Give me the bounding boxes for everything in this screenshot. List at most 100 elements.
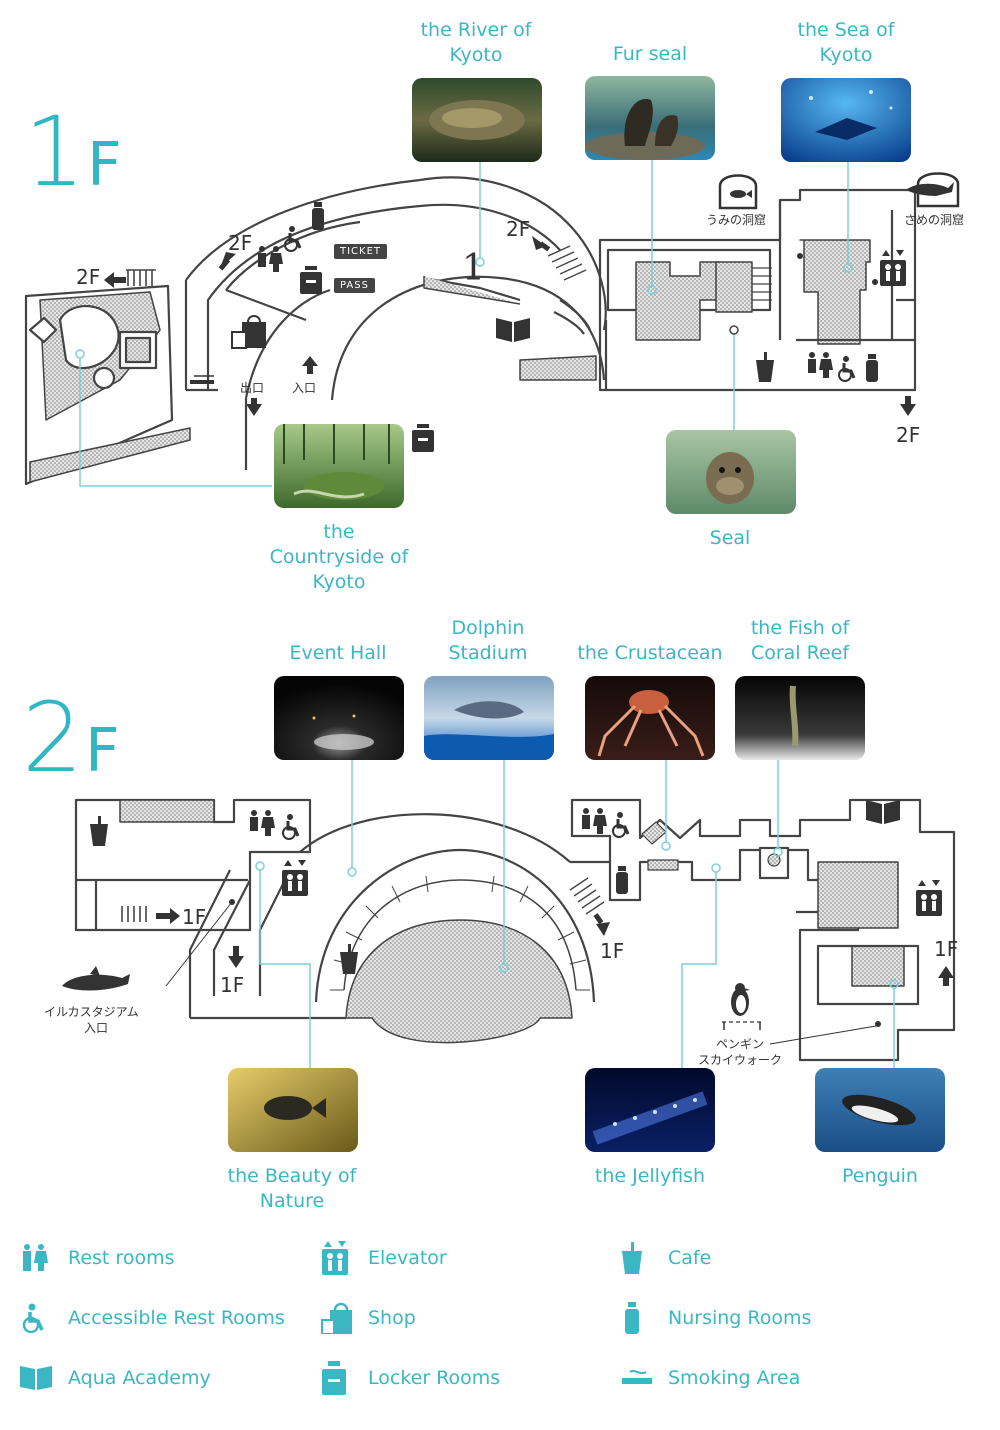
same-cave-label: さめの洞窟: [904, 212, 964, 227]
aqua-academy-icon: [496, 318, 530, 342]
legend-label: Smoking Area: [668, 1367, 801, 1389]
seal-photo[interactable]: [666, 430, 796, 514]
floor-1f-title: 1F: [24, 104, 122, 200]
umi-cave-label: うみの洞窟: [706, 212, 766, 227]
sea-of-kyoto-photo[interactable]: [781, 78, 911, 162]
cafe-icon: [620, 1238, 660, 1278]
restroom-icon: [250, 810, 275, 836]
aqua-academy-icon: [866, 800, 900, 824]
coral-reef-photo[interactable]: [735, 676, 865, 760]
exhibit-crustacean[interactable]: the Crustacean: [570, 641, 730, 666]
exhibit-label: the Countryside of Kyoto: [269, 521, 409, 593]
floor-1f-map: 2F 2F 2F 2F 出口 入口 1 うみの洞窟 さめの洞窟: [24, 160, 964, 487]
exhibit-jellyfish[interactable]: the Jellyfish: [570, 1164, 730, 1189]
floor-letter: F: [85, 716, 120, 786]
nursing-room-icon: [312, 202, 324, 230]
accessible-restroom-icon: [284, 226, 302, 252]
dolphin-entrance-label: イルカスタジアム: [44, 1005, 139, 1019]
exhibit-sea-of-kyoto[interactable]: the Sea of Kyoto: [766, 18, 926, 68]
floor-letter: F: [87, 130, 122, 200]
to-1f-label: 1F: [600, 939, 624, 963]
exhibit-seal[interactable]: Seal: [650, 526, 810, 551]
elevator-icon: [282, 860, 308, 896]
accessible-restroom-icon: [20, 1298, 60, 1338]
floor-2f-title: 2F: [22, 690, 120, 786]
legend-label: Locker Rooms: [368, 1367, 501, 1389]
nursing-room-icon: [866, 354, 878, 382]
legend-item-restrooms: Rest rooms: [20, 1238, 174, 1278]
legend-item-aqua-academy: Aqua Academy: [20, 1358, 211, 1398]
legend-label: Rest rooms: [68, 1247, 175, 1269]
jellyfish-photo[interactable]: [585, 1068, 715, 1152]
accessible-restroom-icon: [282, 814, 300, 840]
to-1f-label: 1F: [934, 937, 958, 961]
floor-number: 1: [24, 96, 86, 208]
to-2f-label: 2F: [506, 217, 530, 241]
legend-item-cafe: Cafe: [620, 1238, 711, 1278]
floor-number: 2: [22, 682, 84, 794]
exhibit-label: the Crustacean: [577, 642, 723, 664]
fur-seal-photo[interactable]: [585, 76, 715, 160]
exhibit-label: the Sea of Kyoto: [797, 19, 895, 66]
cafe-icon: [756, 352, 774, 382]
aqua-academy-icon: [20, 1358, 60, 1398]
locker-icon: [412, 424, 434, 452]
dolphin-stadium-photo[interactable]: [424, 676, 554, 760]
legend-label: Elevator: [368, 1247, 447, 1269]
ticket-sign: TICKET: [334, 244, 388, 259]
restroom-icon: [582, 808, 607, 834]
smoking-area-icon: [190, 375, 214, 384]
exhibit-beauty-of-nature[interactable]: the Beauty of Nature: [212, 1164, 372, 1214]
exhibit-fur-seal[interactable]: Fur seal: [570, 42, 730, 67]
exhibit-label: the River of Kyoto: [420, 19, 532, 66]
legend-item-accessible: Accessible Rest Rooms: [20, 1298, 285, 1338]
exhibit-countryside-of-kyoto[interactable]: the Countryside of Kyoto: [254, 520, 424, 595]
entrance-label: 入口: [292, 381, 316, 395]
exhibit-label: Penguin: [842, 1165, 918, 1187]
penguin-icon: [731, 983, 750, 1016]
restroom-icon: [258, 246, 283, 272]
to-1f-label: 1F: [220, 973, 244, 997]
exhibit-label: the Beauty of Nature: [227, 1165, 357, 1212]
beauty-of-nature-photo[interactable]: [228, 1068, 358, 1152]
exhibit-river-of-kyoto[interactable]: the River of Kyoto: [396, 18, 556, 68]
accessible-restroom-icon: [612, 812, 630, 838]
river-of-kyoto-photo[interactable]: [412, 78, 542, 162]
exhibit-coral-reef[interactable]: the Fish of Coral Reef: [720, 616, 880, 666]
penguin-photo[interactable]: [815, 1068, 945, 1152]
exhibit-label: Seal: [709, 527, 751, 549]
cafe-icon: [90, 816, 108, 846]
exhibit-label: Event Hall: [289, 642, 387, 664]
legend-label: Shop: [368, 1307, 416, 1329]
smoking-area-icon: [620, 1358, 660, 1398]
shop-icon: [231, 315, 266, 349]
shop-icon: [320, 1298, 360, 1338]
nursing-room-icon: [620, 1298, 660, 1338]
penguin-skywalk-label: ペンギン: [716, 1037, 764, 1051]
exit-label: 出口: [240, 381, 264, 395]
shark-cave-icon: [906, 172, 960, 208]
legend-label: Aqua Academy: [68, 1367, 211, 1389]
countryside-of-kyoto-photo[interactable]: [274, 424, 404, 508]
to-2f-label: 2F: [896, 423, 920, 447]
dolphin-entrance-label: 入口: [84, 1021, 108, 1035]
nursing-room-icon: [616, 866, 628, 894]
elevator-icon: [916, 880, 942, 916]
exhibit-dolphin-stadium[interactable]: Dolphin Stadium: [408, 616, 568, 666]
exhibit-label: the Jellyfish: [594, 1165, 706, 1187]
legend-item-locker: Locker Rooms: [320, 1358, 500, 1398]
accessible-restroom-icon: [838, 356, 856, 382]
crustacean-photo[interactable]: [585, 676, 715, 760]
to-2f-label: 2F: [228, 231, 252, 255]
map-icons-1f: [190, 172, 960, 452]
elevator-icon: [880, 250, 906, 286]
cafe-icon: [340, 944, 358, 974]
exhibit-event-hall[interactable]: Event Hall: [258, 641, 418, 666]
elevator-icon: [320, 1238, 360, 1278]
event-hall-photo[interactable]: [274, 676, 404, 760]
pass-sign: PASS: [334, 278, 375, 293]
fish-cave-icon: [718, 174, 758, 210]
legend-label: Cafe: [668, 1247, 712, 1269]
legend-item-elevator: Elevator: [320, 1238, 447, 1278]
exhibit-penguin[interactable]: Penguin: [800, 1164, 960, 1189]
